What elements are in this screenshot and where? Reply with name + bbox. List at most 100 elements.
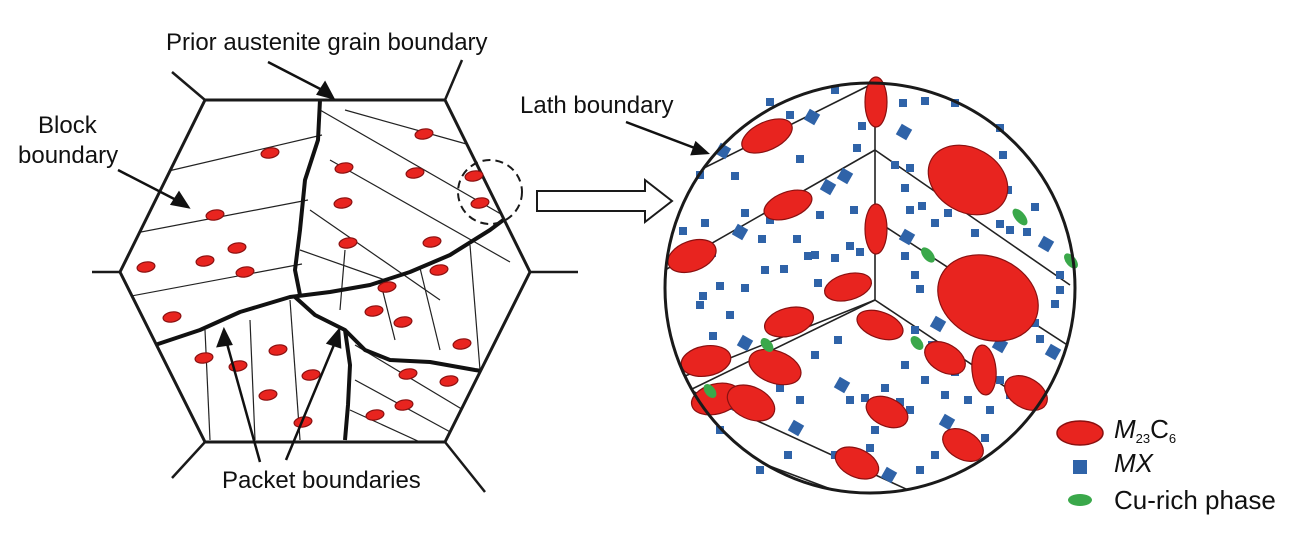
carbide-particle: [924, 341, 966, 375]
m23c6-legend-icon: [1056, 420, 1104, 446]
mx-particle: [895, 123, 913, 141]
carbide-particle: [394, 399, 414, 411]
mx-particle: [836, 167, 854, 185]
carbide-particle: [864, 203, 888, 255]
mx-particle: [931, 451, 939, 459]
mx-particle: [944, 209, 952, 217]
carbide-particle: [364, 305, 384, 317]
mx-particle: [716, 426, 724, 434]
mx-particle: [819, 178, 837, 196]
mx-particle: [964, 396, 972, 404]
cu-legend-label: Cu-rich phase: [1114, 485, 1276, 515]
carbide-particle: [398, 368, 418, 380]
carbide-particle: [260, 147, 280, 159]
carbide-particle: [464, 170, 484, 182]
mx-particle: [853, 144, 861, 152]
mx-particle: [921, 376, 929, 384]
mx-particle: [761, 266, 769, 274]
magnify-arrow: [536, 177, 674, 225]
mx-particle: [898, 228, 916, 246]
mx-particle: [881, 384, 889, 392]
packet-boundaries: [154, 100, 512, 441]
carbide-particle: [258, 389, 278, 401]
carbide-particle: [235, 266, 255, 278]
arrow-head: [690, 140, 711, 156]
mx-particle: [834, 336, 842, 344]
cu-particle: [921, 247, 935, 263]
mx-particle: [856, 248, 864, 256]
carbide-particle: [823, 272, 873, 302]
mx-particle: [811, 251, 819, 259]
mx-particle: [911, 326, 919, 334]
carbide-particle: [405, 167, 425, 179]
carbide-particle: [763, 189, 813, 221]
carbide-particle: [333, 197, 353, 209]
m23c6-sub23: 23: [1135, 431, 1151, 446]
mx-particle: [833, 376, 851, 394]
legend-symbols: [1056, 420, 1104, 506]
m23c6-c: C: [1150, 414, 1169, 444]
mx-particle: [731, 172, 739, 180]
mx-particle: [929, 315, 947, 333]
mx-particle: [901, 184, 909, 192]
carbide-particle: [1004, 375, 1048, 411]
mx-particle: [787, 419, 805, 437]
mx-particle: [766, 216, 774, 224]
neighbour-boundaries: [92, 59, 578, 493]
grain-outline: [118, 98, 532, 444]
prior-austenite-label: Prior austenite grain boundary: [166, 29, 488, 56]
carbide-particle: [334, 162, 354, 174]
mx-particle: [1023, 228, 1031, 236]
mx-particle: [846, 242, 854, 250]
mx-particle: [731, 223, 749, 241]
carbide-particle: [864, 76, 888, 128]
packet-boundaries-label: Packet boundaries: [222, 467, 421, 494]
mx-particle: [776, 384, 784, 392]
block-boundary-label-line1: Block: [38, 112, 97, 139]
mx-text: MX: [1114, 448, 1153, 478]
carbide-particle: [439, 375, 459, 387]
mx-particle: [736, 334, 754, 352]
block-lines: [120, 109, 521, 442]
carbide-particle: [194, 352, 214, 364]
mx-particle: [861, 394, 869, 402]
cu-particle: [760, 338, 774, 352]
mx-particle: [793, 235, 801, 243]
mx-particle: [831, 86, 839, 94]
mx-particle: [880, 466, 898, 484]
arrow-head: [216, 326, 233, 348]
mx-particle: [741, 209, 749, 217]
arrow-head: [169, 190, 191, 209]
mx-particle: [911, 271, 919, 279]
cu-particle: [1012, 208, 1028, 226]
cu-particle: [703, 384, 717, 398]
prior-austenite-grain: [92, 59, 578, 493]
mx-particle: [899, 99, 907, 107]
cu-legend-icon: [1068, 494, 1092, 506]
carbide-particle: [422, 236, 442, 248]
mx-legend-icon: [1073, 460, 1087, 474]
hex-carbides: [136, 128, 490, 428]
mx-particle: [816, 211, 824, 219]
carbide-particle: [937, 254, 1039, 342]
mx-particle: [796, 155, 804, 163]
mx-particle: [1056, 271, 1064, 279]
carbide-particle: [268, 344, 288, 356]
mx-particle: [971, 229, 979, 237]
carbide-particle: [834, 446, 880, 480]
magnify-region: [457, 159, 523, 225]
mx-particle: [850, 206, 858, 214]
mx-legend-label: MX: [1114, 450, 1153, 477]
carbide-particle: [195, 255, 215, 267]
m23c6-legend-label: M23C6: [1114, 416, 1176, 452]
mx-particle: [1031, 319, 1039, 327]
carbide-particle: [667, 238, 717, 274]
carbide-particle: [856, 309, 904, 341]
mx-particle: [756, 466, 764, 474]
carbide-particle: [365, 409, 385, 421]
mx-particles: [679, 86, 1064, 484]
carbide-particle: [414, 128, 434, 140]
mx-particle: [891, 161, 899, 169]
mx-particle: [831, 254, 839, 262]
